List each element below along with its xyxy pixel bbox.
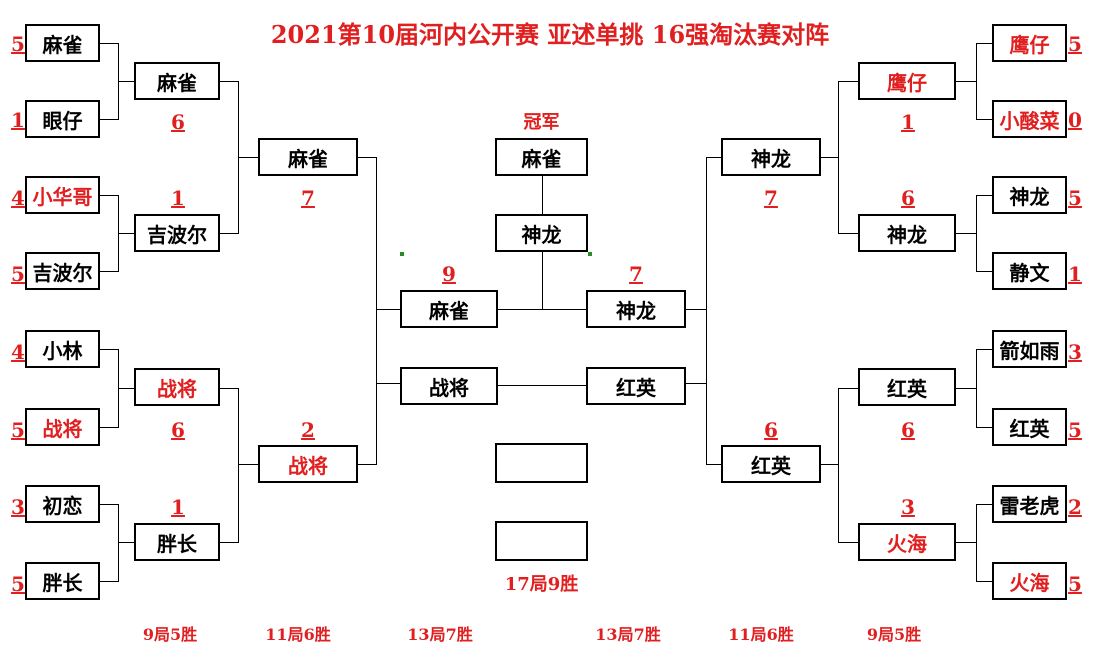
- right-r1-player-6: 红英: [992, 408, 1067, 446]
- right-r1-score-2: 0: [1068, 108, 1082, 132]
- footer-round1-right: 9局5胜: [866, 625, 922, 644]
- champion-box: 麻雀: [495, 138, 588, 176]
- right-r1-player-1: 鹰仔: [992, 24, 1067, 62]
- right-r1-score-6: 5: [1068, 418, 1082, 442]
- left-r3-player-1: 麻雀: [258, 138, 358, 176]
- left-r3-score-2: 2: [301, 418, 315, 442]
- left-r2-score-4: 1: [171, 495, 185, 519]
- left-r1-player-2: 眼仔: [25, 100, 100, 138]
- finalist-box: 神龙: [495, 214, 588, 252]
- right-r2-score-1: 1: [901, 110, 915, 134]
- left-r2-player-2: 吉波尔: [134, 214, 220, 252]
- footer-round2-right: 11局6胜: [728, 625, 794, 644]
- right-r2-player-1: 鹰仔: [858, 62, 956, 100]
- left-r1-score-8: 5: [11, 572, 25, 596]
- empty-box-1: [495, 443, 588, 483]
- left-r1-score-1: 5: [11, 32, 25, 56]
- left-r2-score-2: 1: [171, 186, 185, 210]
- footer-round3-right: 13局7胜: [595, 625, 661, 644]
- empty-box-2: [495, 521, 588, 561]
- right-r1-player-7: 雷老虎: [992, 485, 1067, 523]
- right-r2-score-2: 6: [901, 186, 915, 210]
- right-sf-player-1: 神龙: [586, 290, 686, 328]
- left-r1-player-3: 小华哥: [25, 176, 100, 214]
- left-r1-player-4: 吉波尔: [25, 252, 100, 290]
- green-corner-mark: [588, 252, 592, 256]
- left-r1-player-5: 小林: [25, 330, 100, 368]
- left-r2-score-3: 6: [171, 418, 185, 442]
- right-sf-score: 7: [629, 262, 643, 286]
- right-r1-score-3: 5: [1068, 186, 1082, 210]
- left-r1-score-5: 4: [11, 340, 25, 364]
- final-format-label: 17局9胜: [504, 574, 579, 595]
- right-r1-score-1: 5: [1068, 32, 1082, 56]
- left-sf-player-1: 麻雀: [400, 290, 498, 328]
- right-r2-score-4: 3: [901, 495, 915, 519]
- right-r1-score-7: 2: [1068, 495, 1082, 519]
- green-corner-mark: [400, 252, 404, 256]
- left-r1-score-3: 4: [11, 186, 25, 210]
- left-r1-score-7: 3: [11, 495, 25, 519]
- right-r1-player-2: 小酸菜: [992, 100, 1067, 138]
- right-r2-player-2: 神龙: [858, 214, 956, 252]
- left-r1-player-8: 胖长: [25, 562, 100, 600]
- right-r3-score-1: 7: [764, 186, 778, 210]
- left-r2-player-3: 战将: [134, 368, 220, 406]
- right-r1-score-4: 1: [1068, 262, 1082, 286]
- left-r1-score-4: 5: [11, 262, 25, 286]
- right-r2-player-3: 红英: [858, 368, 956, 406]
- right-r3-score-2: 6: [764, 418, 778, 442]
- footer-round3-left: 13局7胜: [407, 625, 473, 644]
- left-r1-score-6: 5: [11, 418, 25, 442]
- right-sf-player-2: 红英: [586, 367, 686, 405]
- left-r2-player-1: 麻雀: [134, 62, 220, 100]
- footer-round2-left: 11局6胜: [265, 625, 331, 644]
- right-r2-player-4: 火海: [858, 523, 956, 561]
- left-r3-score-1: 7: [301, 186, 315, 210]
- left-r3-player-2: 战将: [258, 445, 358, 483]
- left-sf-score: 9: [442, 262, 456, 286]
- left-r2-score-1: 6: [171, 110, 185, 134]
- right-r1-player-3: 神龙: [992, 176, 1067, 214]
- right-r1-score-8: 5: [1068, 572, 1082, 596]
- right-r1-player-4: 静文: [992, 252, 1067, 290]
- left-sf-player-2: 战将: [400, 367, 498, 405]
- right-r2-score-3: 6: [901, 418, 915, 442]
- footer-round1-left: 9局5胜: [142, 625, 198, 644]
- right-r3-player-1: 神龙: [721, 138, 821, 176]
- right-r1-score-5: 3: [1068, 340, 1082, 364]
- left-r1-player-7: 初恋: [25, 485, 100, 523]
- left-r1-player-6: 战将: [25, 408, 100, 446]
- page-title: 2021第10届河内公开赛 亚述单挑 16强淘汰赛对阵: [270, 20, 830, 49]
- right-r1-player-5: 箭如雨: [992, 330, 1067, 368]
- champion-label: 冠军: [523, 112, 560, 133]
- right-r3-player-2: 红英: [721, 445, 821, 483]
- left-r1-score-2: 1: [11, 108, 25, 132]
- left-r2-player-4: 胖长: [134, 523, 220, 561]
- right-r1-player-8: 火海: [992, 562, 1067, 600]
- left-r1-player-1: 麻雀: [25, 24, 100, 62]
